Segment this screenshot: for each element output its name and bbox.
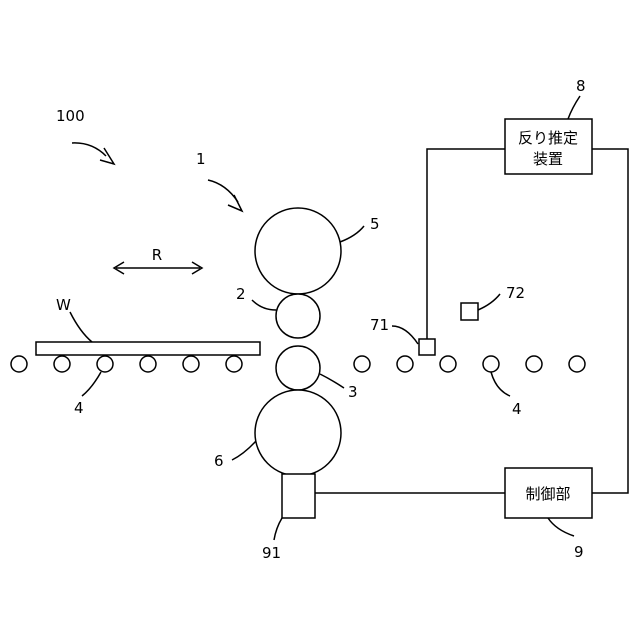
conveyor-roll <box>483 356 499 372</box>
conveyor-roll <box>569 356 585 372</box>
upper-work-roll <box>276 294 320 338</box>
direction-label: R <box>152 246 162 264</box>
upper-backup-roll-label: 5 <box>370 215 380 233</box>
leader-estimator <box>568 96 580 119</box>
conveyor-roll-right-label: 4 <box>512 400 522 418</box>
leader-system <box>72 143 106 156</box>
conveyor-roll-left-label: 4 <box>74 399 84 417</box>
leader-sensor-71 <box>392 326 418 344</box>
conveyor-rolls-left <box>11 356 242 372</box>
estimator-ref-label: 8 <box>576 77 586 95</box>
mill-label: 1 <box>196 150 206 168</box>
leader-conveyor-roll-left <box>82 372 101 396</box>
conveyor-roll <box>226 356 242 372</box>
roll-drive-unit <box>282 474 315 518</box>
conveyor-rolls-right <box>354 356 585 372</box>
workpiece <box>36 342 260 355</box>
lower-work-roll-label: 3 <box>348 383 358 401</box>
conveyor-roll <box>440 356 456 372</box>
leader-lower-work-roll <box>320 374 344 388</box>
workpiece-label: W <box>56 296 71 314</box>
leader-sensor-72 <box>478 294 500 310</box>
conveyor-roll <box>140 356 156 372</box>
drive-unit-label: 91 <box>262 544 281 562</box>
leader-upper-work-roll <box>252 300 276 310</box>
conveyor-roll <box>397 356 413 372</box>
warp-estimator-label-line2: 装置 <box>533 150 563 168</box>
system-label: 100 <box>56 107 85 125</box>
warp-estimator-label-line1: 反り推定 <box>518 129 578 147</box>
sensor-72 <box>461 303 478 320</box>
upper-backup-roll <box>255 208 341 294</box>
leader-upper-backup-roll <box>340 226 364 242</box>
leader-conveyor-roll-right <box>491 372 510 396</box>
conveyor-roll <box>526 356 542 372</box>
leader-mill-arrowhead <box>228 195 242 211</box>
leader-workpiece <box>70 312 92 342</box>
leader-mill <box>208 180 238 202</box>
leader-system-arrowhead <box>100 148 114 164</box>
conveyor-roll <box>97 356 113 372</box>
conveyor-roll <box>354 356 370 372</box>
sensor-71-label: 71 <box>370 316 389 334</box>
lower-work-roll <box>276 346 320 390</box>
signal-line-estimator-to-controller <box>592 149 628 493</box>
lower-backup-roll <box>255 390 341 476</box>
sensor-72-label: 72 <box>506 284 525 302</box>
leader-lower-backup-roll <box>232 441 256 460</box>
controller-ref-label: 9 <box>574 543 584 561</box>
conveyor-roll <box>54 356 70 372</box>
sensor-71 <box>419 339 435 355</box>
controller-label: 制御部 <box>525 485 570 503</box>
leader-controller <box>548 518 574 536</box>
leader-drive-unit <box>274 518 282 540</box>
lower-backup-roll-label: 6 <box>214 452 224 470</box>
upper-work-roll-label: 2 <box>236 285 246 303</box>
conveyor-roll <box>11 356 27 372</box>
conveyor-roll <box>183 356 199 372</box>
